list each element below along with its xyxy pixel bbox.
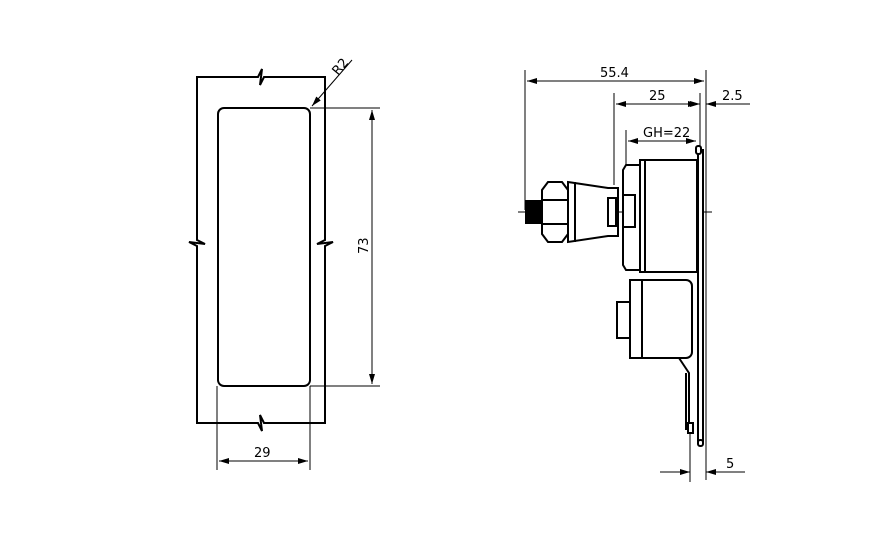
lock-cylinder (567, 180, 619, 244)
bracket-offset-label: 5 (726, 457, 734, 472)
width-label: 29 (254, 446, 271, 461)
radius-leader (311, 59, 353, 107)
overall-length-label: 55.4 (600, 66, 629, 81)
height-label: 73 (357, 237, 372, 254)
plate-thickness-label: 2.5 (722, 89, 743, 104)
lock-housing (639, 159, 698, 273)
panel-cutout-outline (188, 68, 334, 432)
latch-cam (616, 301, 631, 339)
body-depth-label: 25 (649, 89, 666, 104)
hex-nut (541, 181, 569, 243)
mounting-plate (697, 149, 704, 443)
handle-recess (217, 107, 311, 387)
front-view: 73 29 R2 (188, 56, 380, 470)
grip-label: GH=22 (643, 126, 690, 141)
side-view: 55.4 25 2.5 GH=22 5 (518, 66, 750, 482)
latch-box (629, 279, 693, 359)
radius-label: R2 (330, 56, 353, 79)
key-tip (525, 200, 542, 224)
